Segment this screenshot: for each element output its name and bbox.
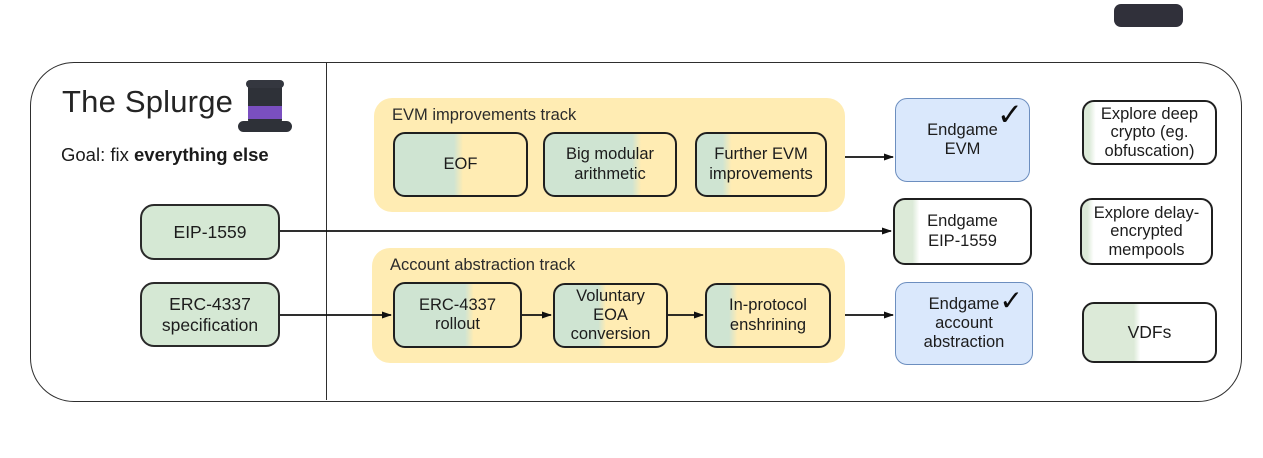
node-label-line: rollout xyxy=(435,315,480,333)
check-icon: ✓ xyxy=(997,97,1023,132)
track-evm-improvements: EVM improvements track EOF Big modular a… xyxy=(374,98,845,212)
node-label-line: Explore delay- xyxy=(1093,204,1200,223)
top-hat-icon xyxy=(236,78,294,139)
node-label-line: ERC-4337 xyxy=(418,295,497,314)
cropped-fragment xyxy=(1114,4,1183,27)
node-label-line: Voluntary xyxy=(576,286,645,305)
node-label-line: encrypted xyxy=(1110,222,1183,241)
node-label-line: Endgame xyxy=(927,120,998,139)
node-label-line: specification xyxy=(161,314,259,335)
node-label-line: EOA xyxy=(593,305,628,324)
goal-text: Goal: fix everything else xyxy=(61,144,269,166)
node-label-line: Further EVM xyxy=(714,145,808,164)
node-endgame-eip-1559: Endgame EIP-1559 xyxy=(893,198,1032,265)
node-label-line: EVM xyxy=(944,140,981,158)
node-label-line: improvements xyxy=(709,164,813,183)
track-title: EVM improvements track xyxy=(392,106,577,124)
node-erc-4337-specification: ERC-4337 specification xyxy=(140,282,280,347)
section-divider xyxy=(326,62,327,400)
node-explore-deep-crypto: Explore deep crypto (eg. obfuscation) xyxy=(1082,100,1217,165)
node-eof: EOF xyxy=(393,132,528,197)
node-label-line: VDFs xyxy=(1127,322,1172,343)
node-big-modular-arithmetic: Big modular arithmetic xyxy=(543,132,677,197)
node-vdfs: VDFs xyxy=(1082,302,1217,363)
check-icon: ✓ xyxy=(999,285,1023,316)
node-label-line: EOF xyxy=(443,154,478,173)
node-label-line: mempools xyxy=(1108,240,1185,259)
page-title: The Splurge xyxy=(62,84,234,119)
node-eip-1559: EIP-1559 xyxy=(140,204,280,260)
node-label-line: abstraction xyxy=(923,333,1005,352)
track-title: Account abstraction track xyxy=(390,256,576,274)
goal-prefix: Goal: fix xyxy=(61,144,129,165)
node-label-line: arithmetic xyxy=(574,164,646,183)
node-label-line: crypto (eg. xyxy=(1110,123,1189,142)
node-further-evm-improvements: Further EVM improvements xyxy=(695,132,827,197)
node-erc-4337-rollout: ERC-4337 rollout xyxy=(393,282,522,348)
node-voluntary-eoa-conversion: Voluntary EOA conversion xyxy=(553,283,668,348)
node-endgame-account-abstraction: Endgame account abstraction ✓ xyxy=(895,282,1033,365)
node-label-line: EIP-1559 xyxy=(173,221,247,242)
node-label-line: account xyxy=(935,313,993,332)
node-label-line: conversion xyxy=(570,325,651,344)
node-label-line: Endgame xyxy=(927,212,998,231)
node-label-line: enshrining xyxy=(729,315,807,334)
node-in-protocol-enshrining: In-protocol enshrining xyxy=(705,283,831,348)
track-account-abstraction: Account abstraction track ERC-4337 rollo… xyxy=(372,248,845,363)
node-label-line: ERC-4337 xyxy=(169,294,251,315)
node-label-line: Big modular xyxy=(565,145,655,164)
node-label-line: obfuscation) xyxy=(1104,141,1195,160)
node-explore-delay-encrypted-mempools: Explore delay- encrypted mempools xyxy=(1080,198,1213,265)
goal-emphasis: everything else xyxy=(134,144,269,165)
node-label-line: EIP-1559 xyxy=(928,231,997,250)
node-label-line: Endgame xyxy=(928,294,1000,313)
node-endgame-evm: Endgame EVM ✓ xyxy=(895,97,1030,182)
node-label-line: In-protocol xyxy=(729,296,807,315)
node-label-line: Explore deep xyxy=(1100,105,1199,124)
